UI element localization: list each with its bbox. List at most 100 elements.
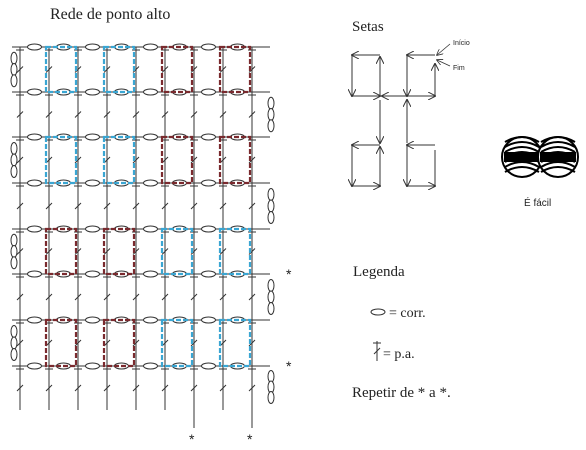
chain-stitch-icon xyxy=(267,290,275,304)
chain-stitch-icon xyxy=(10,74,18,88)
double-crochet-icon xyxy=(45,92,53,137)
double-crochet-icon xyxy=(132,366,140,410)
double-crochet-icon xyxy=(248,274,256,320)
arrow-diagram xyxy=(352,43,451,186)
chain-stitch-icon xyxy=(10,165,18,178)
chain-stitch-icon xyxy=(201,179,216,187)
double-crochet-icon xyxy=(103,366,111,410)
chain-stitch-icon xyxy=(201,270,216,278)
end-pointer xyxy=(437,60,451,67)
double-crochet-icon xyxy=(45,366,53,410)
chain-stitch-icon xyxy=(143,316,158,324)
chain-stitch-icon xyxy=(85,270,100,278)
double-crochet-icon xyxy=(219,274,227,320)
stitch-block xyxy=(102,45,136,94)
stitch-block xyxy=(102,135,136,185)
chain-stitch-icon xyxy=(85,316,100,324)
chain-stitch-icon xyxy=(85,179,100,187)
chain-stitch-icon xyxy=(10,325,18,338)
chain-stitch-icon xyxy=(27,88,42,96)
chain-stitch-icon xyxy=(201,133,216,141)
double-crochet-icon xyxy=(74,366,82,410)
chain-stitch-icon xyxy=(85,43,100,51)
crochet-chart xyxy=(10,43,275,410)
double-crochet-icon xyxy=(161,183,169,229)
chain-stitch-icon xyxy=(267,108,275,121)
repeat-marker: * xyxy=(286,358,292,374)
repeat-marker: * xyxy=(286,266,292,282)
chain-stitch-icon xyxy=(10,256,18,270)
double-crochet-icon xyxy=(132,274,140,320)
chain-stitch-icon xyxy=(27,133,42,141)
stitch-block xyxy=(160,227,194,276)
double-crochet-icon xyxy=(248,92,256,137)
yarn-ball-icon xyxy=(537,136,579,178)
chain-stitch-icon xyxy=(143,270,158,278)
yarn-ball-icon xyxy=(501,136,543,178)
double-crochet-icon xyxy=(74,183,82,229)
legend-label-double-crochet: = p.a. xyxy=(383,347,415,362)
repeat-markers: * * * * xyxy=(189,266,292,447)
chain-stitch-icon xyxy=(10,153,18,167)
chain-stitch-icon xyxy=(143,88,158,96)
start-label: Início xyxy=(453,40,470,47)
double-crochet-icon xyxy=(132,92,140,137)
double-crochet-icon xyxy=(373,341,381,361)
double-crochet-icon xyxy=(132,183,140,229)
repeat-marker: * xyxy=(189,431,195,447)
double-crochet-icon xyxy=(16,274,24,320)
chain-stitch-icon xyxy=(85,88,100,96)
chain-stitch-icon xyxy=(201,316,216,324)
chain-stitch-icon xyxy=(267,302,275,315)
chain-stitch-icon xyxy=(27,43,42,51)
difficulty-label: É fácil xyxy=(524,198,552,209)
yarn-balls-icon xyxy=(501,136,579,178)
chain-stitch-icon xyxy=(143,133,158,141)
stitch-block xyxy=(160,45,194,94)
double-crochet-icon xyxy=(161,274,169,320)
double-crochet-icon xyxy=(45,274,53,320)
repeat-note: Repetir de * a *. xyxy=(352,385,451,401)
chain-stitch-icon xyxy=(10,51,18,65)
chain-stitch-icon xyxy=(201,88,216,96)
end-label: Fim xyxy=(453,65,465,72)
double-crochet-icon xyxy=(16,137,24,183)
repeat-marker: * xyxy=(247,431,253,447)
legend-icons xyxy=(370,308,386,361)
chain-stitch-icon xyxy=(27,225,42,233)
chain-stitch-icon xyxy=(27,270,42,278)
chain-stitch-icon xyxy=(27,362,42,370)
double-crochet-icon xyxy=(16,92,24,137)
chain-stitch-icon xyxy=(10,348,18,361)
chain-stitch-icon xyxy=(10,233,18,247)
chain-stitch-icon xyxy=(143,43,158,51)
double-crochet-icon xyxy=(103,274,111,320)
stitch-block xyxy=(160,135,194,185)
double-crochet-icon xyxy=(16,47,24,92)
chain-stitch-icon xyxy=(10,63,18,76)
stitch-block xyxy=(160,318,194,368)
chain-stitch-icon xyxy=(267,96,275,110)
stitch-block xyxy=(218,45,252,94)
chart-title: Rede de ponto alto xyxy=(50,6,171,23)
double-crochet-icon xyxy=(190,274,198,320)
chain-stitch-icon xyxy=(85,225,100,233)
chain-stitch-icon xyxy=(10,245,18,258)
double-crochet-icon xyxy=(190,183,198,229)
double-crochet-icon xyxy=(161,92,169,137)
double-crochet-icon xyxy=(16,229,24,274)
chain-stitch-icon xyxy=(267,119,275,133)
double-crochet-icon xyxy=(74,92,82,137)
stitch-block xyxy=(44,45,78,94)
chain-stitch-icon xyxy=(143,179,158,187)
stitch-block xyxy=(218,135,252,185)
chain-stitch-icon xyxy=(201,225,216,233)
double-crochet-icon xyxy=(103,183,111,229)
stitch-block xyxy=(102,227,136,276)
chain-stitch-icon xyxy=(201,43,216,51)
legend-label-chain: = corr. xyxy=(389,306,426,321)
double-crochet-icon xyxy=(219,183,227,229)
double-crochet-icon xyxy=(190,92,198,137)
double-crochet-icon xyxy=(45,183,53,229)
